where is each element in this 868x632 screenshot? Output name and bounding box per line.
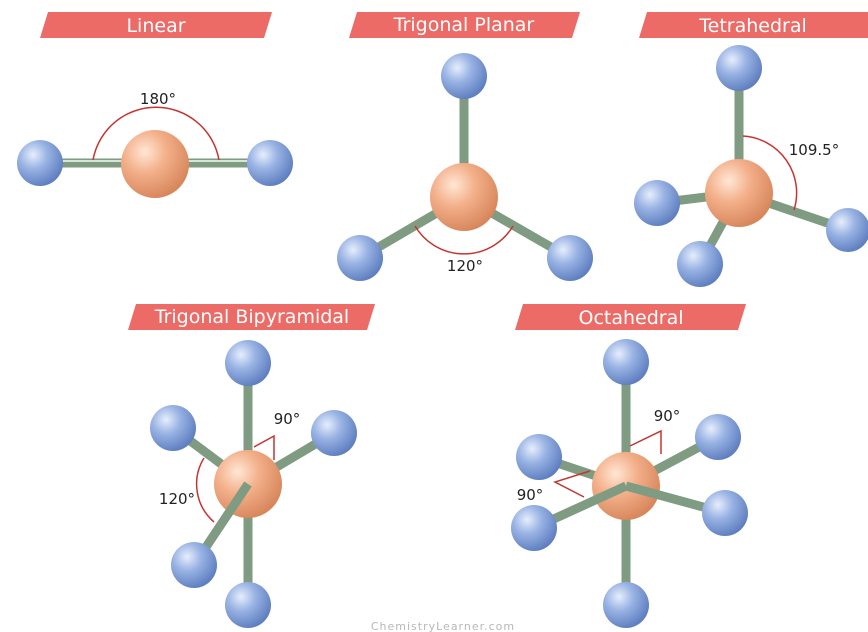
outer-atom: [337, 235, 383, 281]
outer-atom: [17, 140, 63, 186]
molecule-linear: 180°: [17, 90, 293, 198]
banner-shape: [639, 12, 868, 38]
outer-atom: [171, 542, 217, 588]
angle-arc: [414, 225, 514, 255]
banner-trigonal-bipyramidal: Trigonal Bipyramidal: [128, 304, 375, 330]
angle-label: 180°: [140, 90, 176, 108]
outer-atom: [677, 241, 723, 287]
outer-atom: [311, 410, 357, 456]
banner-shape: [349, 12, 580, 38]
banner-tetrahedral: Tetrahedral: [639, 12, 868, 38]
outer-atom: [826, 208, 868, 252]
banner-label-octahedral: Octahedral: [578, 307, 683, 329]
right-angle-marker: [629, 429, 662, 454]
angle-label-120: 120°: [159, 490, 195, 508]
angle-arc: [92, 106, 220, 161]
central-atom: [705, 159, 773, 227]
banner-shape: [40, 12, 272, 38]
banner-linear: Linear: [40, 12, 272, 38]
outer-atom: [516, 434, 562, 480]
outer-atom: [225, 340, 271, 386]
banner-label-tetrahedral: Tetrahedral: [698, 15, 807, 37]
banner-shape: [515, 304, 746, 330]
outer-atom: [716, 45, 762, 91]
molecule-octahedral: 90° 90°: [511, 339, 748, 628]
molecule-tetrahedral: 109.5°: [634, 45, 868, 287]
banner-label-trigonal-bipyramidal: Trigonal Bipyramidal: [154, 306, 349, 328]
outer-atom: [603, 582, 649, 628]
angle-arc: [742, 135, 798, 211]
outer-atom: [547, 235, 593, 281]
right-angle-marker: [253, 434, 275, 460]
angle-label-90-side: 90°: [517, 486, 544, 504]
outer-atom: [225, 582, 271, 628]
banner-trigonal-planar: Trigonal Planar: [349, 12, 580, 38]
outer-atom: [695, 414, 741, 460]
outer-atom: [150, 405, 196, 451]
outer-atom: [441, 53, 487, 99]
banner-label-trigonal-planar: Trigonal Planar: [393, 14, 535, 36]
outer-atom: [511, 505, 557, 551]
outer-atom: [247, 140, 293, 186]
outer-atom: [634, 180, 680, 226]
source-credit: ChemistryLearner.com: [371, 620, 515, 632]
banner-octahedral: Octahedral: [515, 304, 746, 330]
banner-label-linear: Linear: [126, 15, 185, 37]
molecule-trigonal-planar: 120°: [337, 53, 593, 281]
angle-label: 109.5°: [789, 141, 839, 159]
angle-arc: [195, 457, 215, 523]
molecule-trigonal-bipyramidal: 90° 120°: [150, 340, 357, 628]
central-atom: [121, 130, 189, 198]
right-angle-marker: [553, 470, 591, 498]
angle-label-90-top: 90°: [654, 407, 681, 425]
central-atom: [430, 163, 498, 231]
outer-atom: [603, 339, 649, 385]
angle-label-90: 90°: [274, 410, 301, 428]
angle-label: 120°: [447, 257, 483, 275]
outer-atom: [702, 490, 748, 536]
banner-shape: [128, 304, 375, 330]
